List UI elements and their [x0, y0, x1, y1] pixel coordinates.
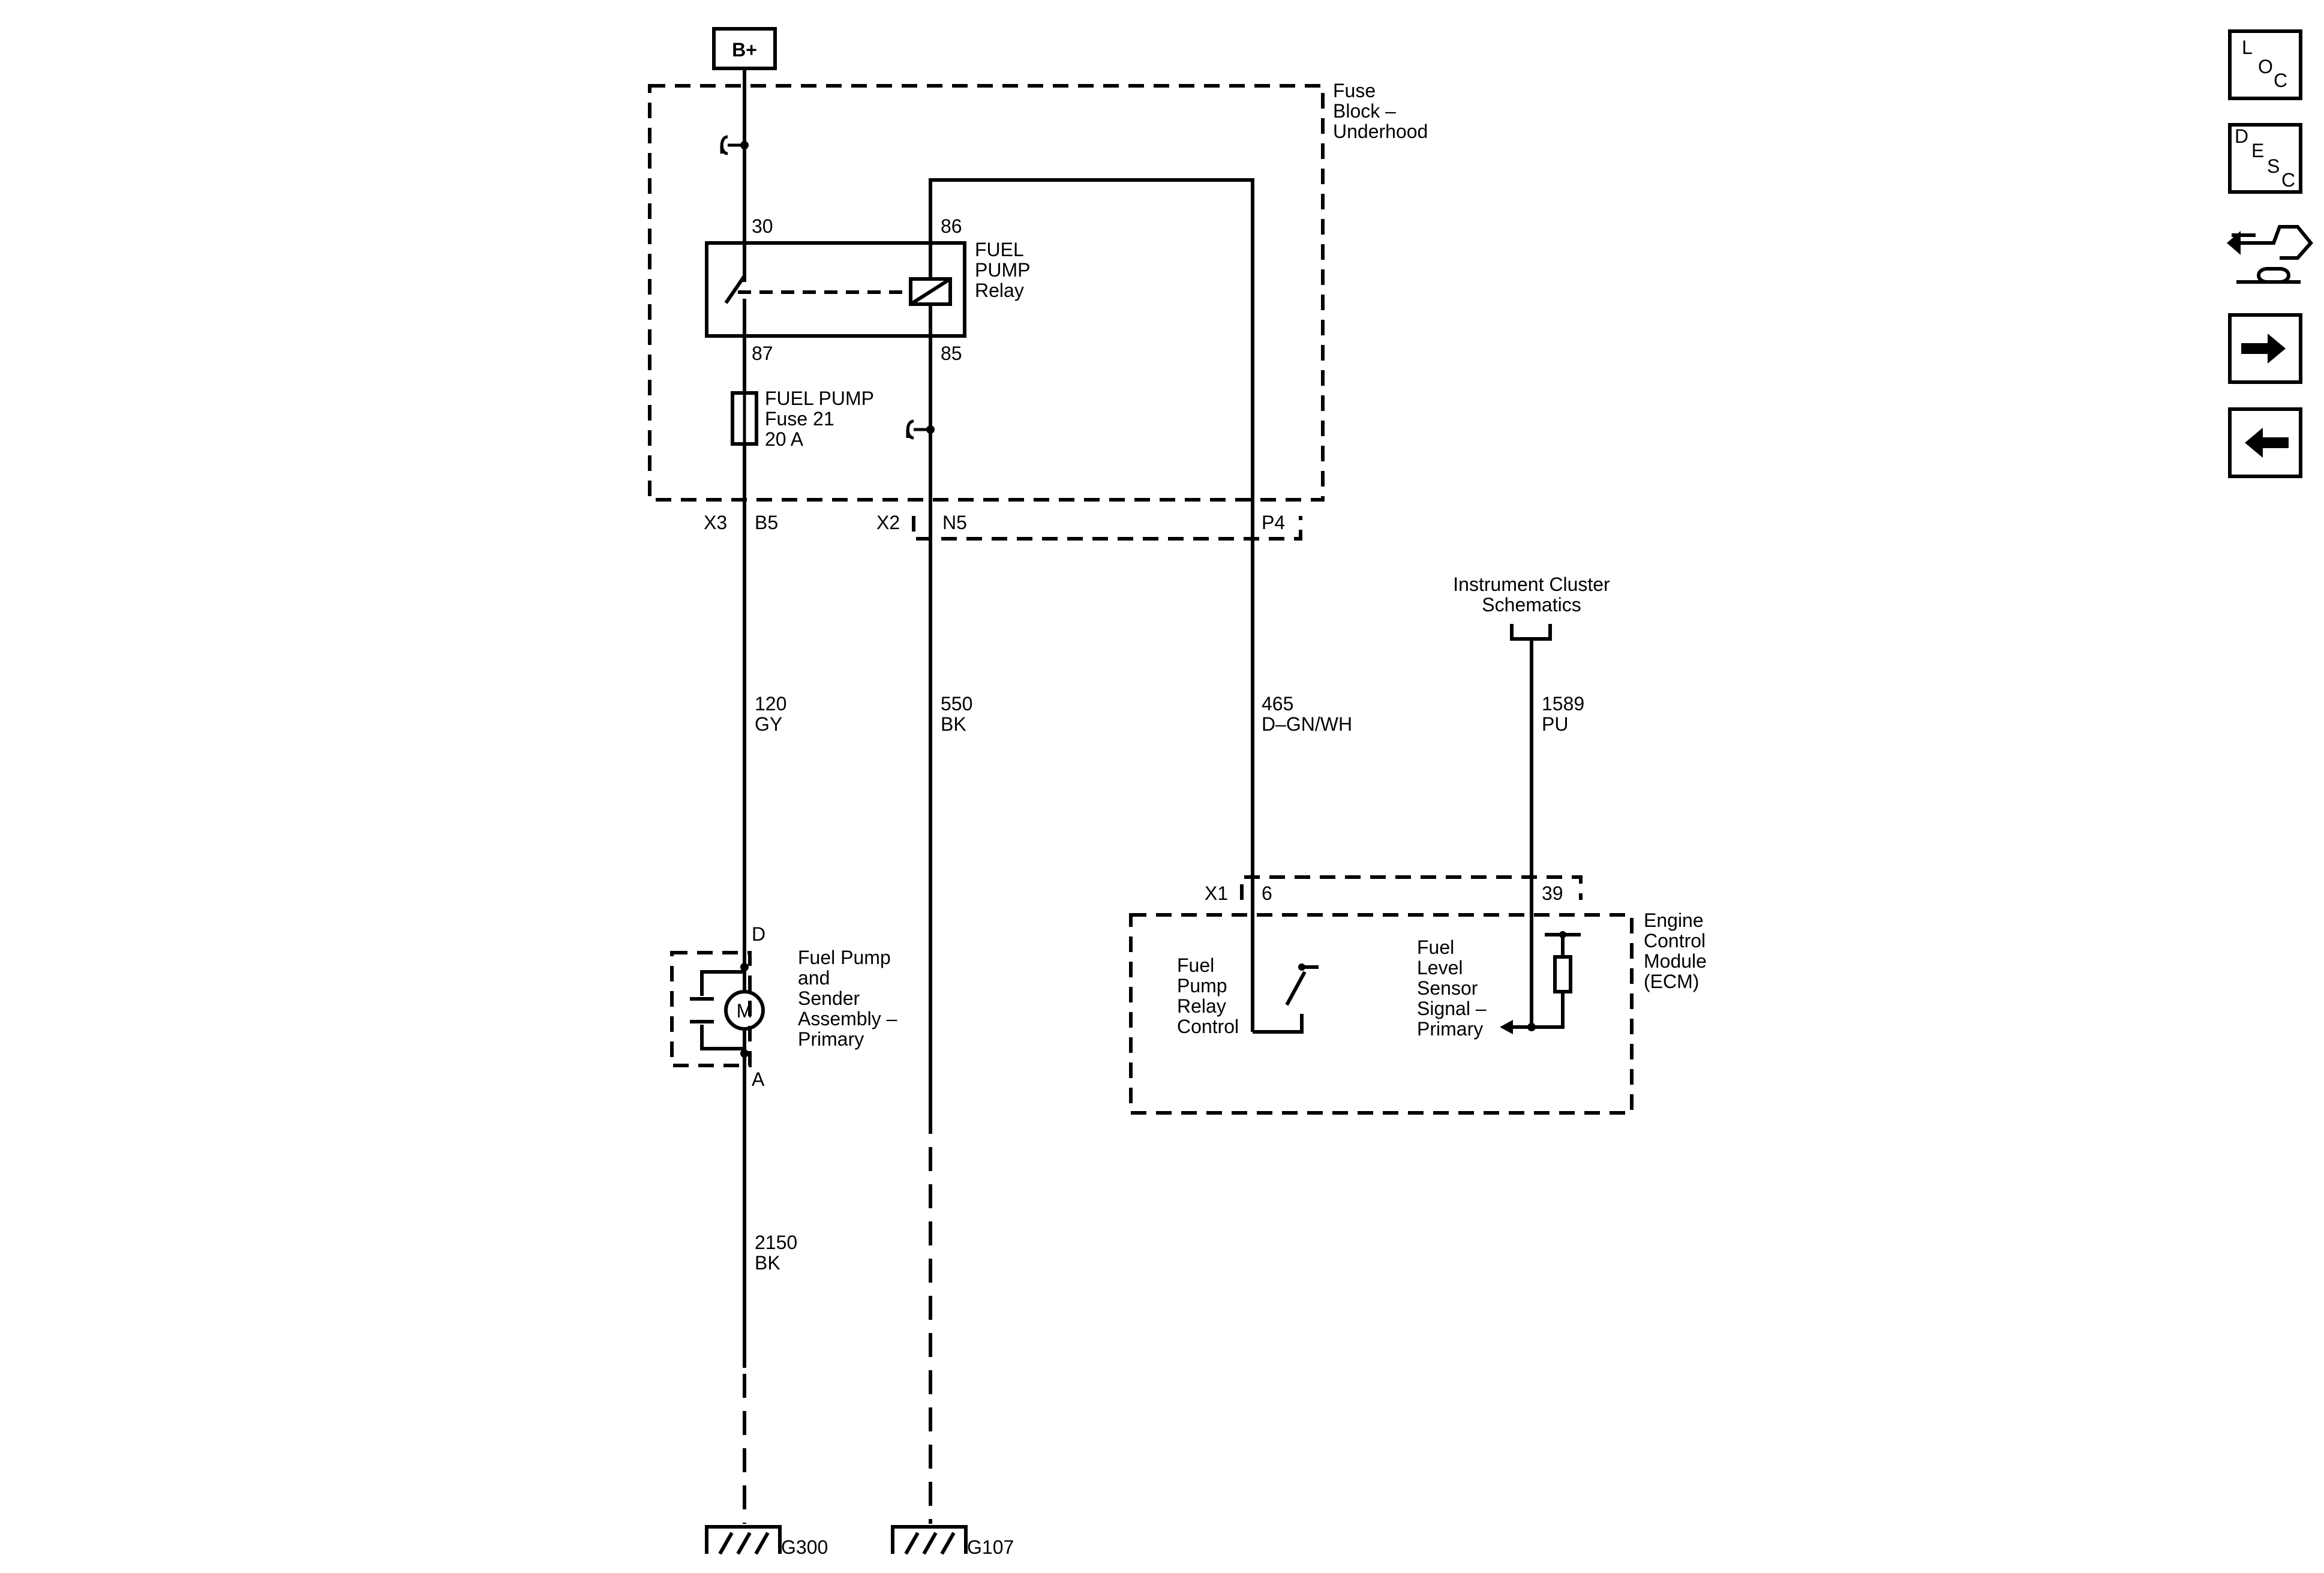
svg-text:Instrument Cluster: Instrument Cluster [1453, 574, 1610, 595]
svg-text:Primary: Primary [798, 1028, 864, 1050]
fuel-pump-motor: M [690, 963, 765, 1058]
wire-2150-color: BK [755, 1252, 780, 1274]
splice-hook-550 [906, 419, 935, 440]
ecm-relay-control-label: Fuel Pump Relay Control [1177, 954, 1239, 1037]
ground-g107: G107 [891, 1525, 1014, 1558]
svg-text:(ECM): (ECM) [1644, 971, 1699, 992]
fuel-pump-relay [705, 241, 966, 338]
svg-text:Control: Control [1177, 1016, 1239, 1037]
ecm-pin-39: 39 [1542, 882, 1563, 904]
fuse-block-boundary [648, 84, 1325, 502]
svg-text:G107: G107 [967, 1536, 1014, 1558]
svg-text:Control: Control [1644, 930, 1706, 951]
svg-text:S: S [2267, 155, 2280, 177]
connector-n5: N5 [942, 512, 967, 533]
desc-button[interactable]: D E S C [2228, 123, 2302, 194]
connector-p4: P4 [1262, 512, 1285, 533]
arrow-right-icon [2268, 334, 2286, 364]
svg-text:Fuel Pump: Fuel Pump [798, 947, 891, 968]
svg-text:Relay: Relay [975, 280, 1024, 301]
ecm-connector-x1: X1 [1205, 882, 1228, 904]
ecm-relay-control-switch [1253, 963, 1319, 1034]
svg-text:Signal –: Signal – [1417, 998, 1487, 1019]
fuse-block-name: Fuse Block – Underhood [1333, 80, 1428, 142]
svg-text:M: M [737, 1000, 753, 1022]
svg-text:Sensor: Sensor [1417, 977, 1478, 999]
svg-text:L: L [2242, 37, 2253, 58]
relay-pin-30: 30 [752, 215, 773, 237]
wire-465-loop [929, 178, 1254, 1032]
svg-text:Underhood: Underhood [1333, 121, 1428, 142]
wire-120-circuit: 120 [755, 693, 786, 715]
connector-x3: X3 [704, 512, 727, 533]
relay-pin-86: 86 [941, 215, 962, 237]
instrument-cluster-connector [1510, 624, 1552, 641]
svg-text:PUMP: PUMP [975, 259, 1030, 281]
svg-text:Fuse 21: Fuse 21 [765, 408, 834, 430]
wire-2150-circuit: 2150 [755, 1232, 797, 1253]
svg-text:Fuel: Fuel [1177, 954, 1214, 976]
svg-text:D: D [2235, 125, 2248, 147]
wire-550-color: BK [941, 713, 966, 735]
svg-text:Sender: Sender [798, 987, 860, 1009]
svg-text:Relay: Relay [1177, 995, 1226, 1017]
splice-hook-top [720, 135, 749, 155]
fuel-pump-pin-d: D [752, 923, 765, 945]
svg-text:Module: Module [1644, 950, 1707, 972]
ecm-boundary [1129, 913, 1634, 1115]
wire-1589-circuit: 1589 [1542, 693, 1584, 715]
ecm-name: Engine Control Module (ECM) [1644, 909, 1707, 992]
svg-text:20 A: 20 A [765, 428, 804, 450]
svg-text:FUEL: FUEL [975, 239, 1024, 260]
loc-button[interactable]: L O C [2228, 29, 2302, 100]
wire-550-circuit: 550 [941, 693, 972, 715]
svg-text:Level: Level [1417, 957, 1463, 978]
next-arrow-button[interactable] [2228, 313, 2302, 384]
relay-name: FUEL PUMP Relay [975, 239, 1030, 301]
svg-text:C: C [2274, 70, 2287, 91]
arrow-left-icon [2245, 428, 2263, 458]
svg-text:Assembly –: Assembly – [798, 1008, 897, 1029]
connector-b5: B5 [755, 512, 778, 533]
svg-text:FUEL PUMP: FUEL PUMP [765, 388, 874, 409]
instrument-cluster-label: Instrument Cluster Schematics [1453, 574, 1610, 616]
wire-120-color: GY [755, 713, 782, 735]
svg-text:Engine: Engine [1644, 909, 1704, 931]
ecm-x1-bracket [1240, 875, 1583, 900]
svg-text:G300: G300 [781, 1536, 828, 1558]
ecm-sensor-signal-label: Fuel Level Sensor Signal – Primary [1417, 936, 1487, 1040]
svg-text:C: C [2281, 169, 2295, 191]
svg-text:Block –: Block – [1333, 100, 1396, 122]
ecm-pullup-resistor [1500, 931, 1581, 1034]
ground-g300: G300 [705, 1525, 828, 1558]
fuel-pump-name: Fuel Pump and Sender Assembly – Primary [798, 947, 897, 1050]
connector-x2: X2 [876, 512, 900, 533]
b-plus-label: B+ [732, 39, 757, 61]
connector-tool-icon[interactable] [2227, 225, 2313, 284]
fuel-pump-pin-a: A [752, 1068, 765, 1090]
svg-text:Primary: Primary [1417, 1018, 1483, 1040]
ecm-pin-6: 6 [1262, 882, 1272, 904]
svg-text:and: and [798, 967, 830, 989]
wire-465-color: D–GN/WH [1262, 713, 1352, 735]
wire-1589-color: PU [1542, 713, 1568, 735]
svg-text:Fuel: Fuel [1417, 936, 1454, 958]
x2-connector-bracket [912, 516, 1302, 541]
svg-text:E: E [2251, 140, 2264, 161]
fuse-label: FUEL PUMP Fuse 21 20 A [765, 388, 874, 450]
relay-pin-87: 87 [752, 343, 773, 364]
svg-text:Pump: Pump [1177, 975, 1227, 996]
relay-pin-85: 85 [941, 343, 962, 364]
svg-text:Schematics: Schematics [1482, 594, 1581, 616]
wire-465-circuit: 465 [1262, 693, 1293, 715]
prev-arrow-button[interactable] [2228, 407, 2302, 478]
svg-text:O: O [2258, 56, 2273, 77]
relay-switch [724, 243, 909, 336]
svg-text:Fuse: Fuse [1333, 80, 1376, 101]
fuel-pump-boundary [670, 951, 752, 1067]
